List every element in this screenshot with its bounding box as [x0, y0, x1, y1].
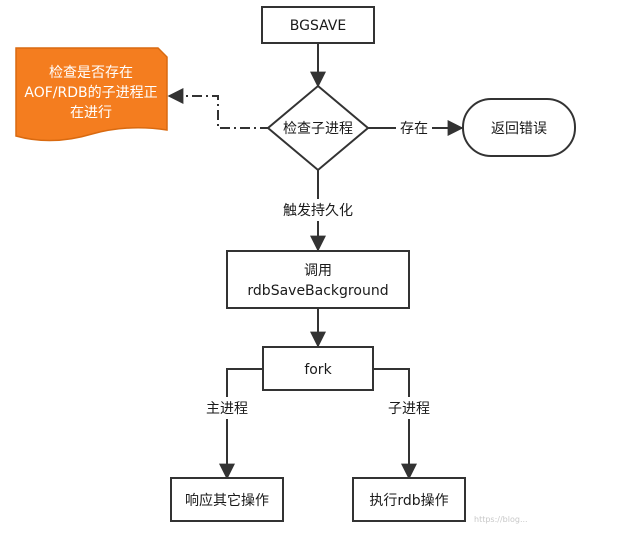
node-check-label: 检查子进程: [283, 121, 353, 137]
node-fork-label: fork: [304, 362, 332, 378]
edge-label-trigger-bg: [278, 199, 358, 221]
edge-label-trigger: 触发持久化: [283, 203, 353, 219]
node-check-diamond: [266, 84, 370, 172]
edge-label-child-process: 子进程: [388, 401, 430, 417]
edge-label-exists-bg: [396, 118, 432, 138]
node-bgsave-label: BGSAVE: [290, 18, 346, 34]
edge-label-main-bg: [201, 397, 253, 419]
edge-check-to-note: [167, 88, 270, 129]
edge-label-main-process: 主进程: [206, 401, 248, 417]
note-line-3: 在进行: [70, 105, 112, 121]
node-error-label: 返回错误: [491, 121, 547, 137]
node-exec-rdb-label: 执行rdb操作: [369, 493, 448, 509]
node-respond: [170, 477, 284, 522]
node-respond-label: 响应其它操作: [185, 492, 269, 509]
node-call-line-2: rdbSaveBackground: [247, 283, 388, 299]
note-line-2: AOF/RDB的子进程正: [24, 85, 157, 101]
node-exec-rdb: [352, 477, 466, 522]
note-line-1: 检查是否存在: [49, 65, 133, 81]
node-note: [15, 47, 168, 142]
node-error: [462, 98, 576, 157]
edge-label-exists: 存在: [400, 121, 428, 137]
node-call-line-1: 调用: [304, 263, 332, 279]
node-bgsave: [261, 6, 375, 44]
edge-label-child-bg: [383, 397, 435, 419]
edge-fork-to-exec: [373, 368, 417, 480]
watermark: https://blog...: [474, 515, 528, 524]
edge-fork-to-respond: [219, 368, 263, 480]
node-fork: [262, 346, 374, 391]
node-call: [226, 250, 410, 309]
